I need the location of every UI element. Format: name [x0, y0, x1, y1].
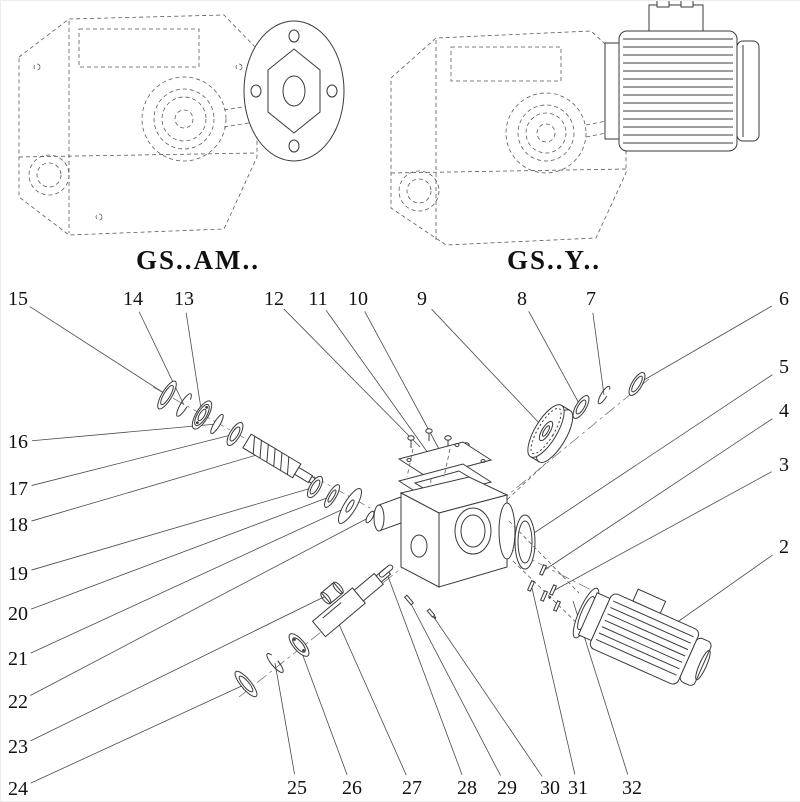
leader-line-5 — [524, 374, 773, 540]
callout-17: 17 — [8, 478, 28, 500]
leader-lines — [29, 305, 773, 784]
callout-19: 19 — [8, 563, 28, 585]
leader-line-13 — [185, 312, 203, 416]
leader-line-10 — [364, 311, 453, 474]
part-seal-15 — [157, 380, 177, 410]
flange-drawing — [243, 20, 345, 162]
leader-line-4 — [542, 418, 773, 572]
part-bearing-19 — [306, 475, 324, 499]
leader-line-8 — [528, 311, 582, 408]
leader-line-25 — [274, 662, 295, 775]
leader-line-31 — [531, 587, 576, 775]
part-bearing-26 — [288, 633, 310, 657]
part-motor-bolts-31 — [526, 580, 562, 612]
callout-4: 4 — [779, 400, 789, 422]
part-bolt-3 — [548, 584, 558, 599]
part-cover-ring-5 — [514, 514, 536, 570]
part-key-28 — [378, 564, 394, 578]
figure-label-gs-am: GS..AM.. — [136, 245, 260, 275]
callout-24: 24 — [8, 778, 28, 800]
callout-30: 30 — [540, 777, 560, 799]
part-circlip-7 — [597, 385, 611, 405]
part-bolts-4 — [538, 564, 548, 576]
leader-line-16 — [31, 423, 218, 442]
callout-26: 26 — [342, 777, 362, 799]
callout-8: 8 — [517, 288, 527, 310]
callout-23: 23 — [8, 736, 28, 758]
leader-line-9 — [431, 308, 542, 426]
figure-gs-y-drawing — [390, 30, 627, 246]
part-ring-16 — [210, 413, 224, 435]
leader-line-14 — [138, 311, 185, 406]
leader-line-6 — [636, 305, 773, 385]
leader-line-15 — [29, 306, 168, 396]
callout-15: 15 — [8, 288, 28, 310]
callout-6: 6 — [779, 288, 789, 310]
callout-12: 12 — [264, 288, 284, 310]
leader-line-19 — [31, 486, 316, 571]
leader-line-18 — [31, 451, 268, 522]
part-gear-9 — [527, 404, 574, 463]
callout-32: 32 — [622, 777, 642, 799]
part-worm-shaft-18 — [242, 433, 322, 488]
callout-27: 27 — [402, 777, 422, 799]
leader-line-23 — [30, 592, 333, 742]
leader-line-27 — [337, 621, 407, 776]
leader-line-3 — [552, 471, 772, 592]
callout-13: 13 — [174, 288, 194, 310]
callout-25: 25 — [287, 777, 307, 799]
callout-5: 5 — [779, 356, 789, 378]
callout-16: 16 — [8, 431, 28, 453]
leader-line-11 — [325, 310, 434, 461]
part-bearing-17 — [226, 422, 244, 446]
leader-line-30 — [430, 612, 543, 777]
leader-line-22 — [30, 516, 371, 696]
callout-28: 28 — [457, 777, 477, 799]
leader-line-26 — [298, 644, 348, 776]
exploded-parts — [157, 372, 712, 698]
callout-20: 20 — [8, 603, 28, 625]
part-small-ring-22 — [365, 510, 375, 524]
callout-22: 22 — [8, 691, 28, 713]
callout-3: 3 — [779, 454, 789, 476]
leader-line-28 — [385, 570, 463, 776]
callout-2: 2 — [779, 536, 789, 558]
leader-line-21 — [30, 505, 351, 654]
leader-line-17 — [31, 433, 236, 486]
callout-18: 18 — [8, 514, 28, 536]
figure-gs-am-drawing — [18, 14, 345, 236]
callout-31: 31 — [568, 777, 588, 799]
callout-29: 29 — [497, 777, 517, 799]
figure-label-gs-y: GS..Y.. — [506, 245, 602, 275]
part-motor-32 — [572, 587, 712, 686]
callout-11: 11 — [308, 288, 327, 310]
part-washer-disk-21 — [337, 488, 363, 524]
part-circlip-14 — [176, 393, 192, 417]
part-seal-6 — [628, 372, 646, 396]
leader-line-24 — [30, 683, 247, 784]
part-ring-gear-20 — [323, 484, 341, 508]
leader-line-7 — [592, 312, 605, 396]
leader-line-20 — [30, 495, 333, 610]
callout-10: 10 — [348, 288, 368, 310]
callout-14: 14 — [123, 288, 143, 310]
part-housing — [373, 476, 516, 588]
part-bolt-30 — [426, 608, 437, 619]
part-bearing-13 — [191, 400, 213, 430]
part-sleeve-23 — [320, 581, 344, 605]
callout-21: 21 — [8, 648, 28, 670]
callout-7: 7 — [586, 288, 596, 310]
leader-line-12 — [283, 308, 421, 448]
part-pin-29 — [403, 594, 415, 606]
part-cover-bolts-12 — [407, 428, 470, 455]
callout-9: 9 — [417, 288, 427, 310]
part-seal-24 — [234, 670, 258, 698]
leader-line-29 — [408, 599, 501, 776]
motor-drawing — [604, 1, 760, 152]
part-bearing-8 — [572, 395, 590, 419]
